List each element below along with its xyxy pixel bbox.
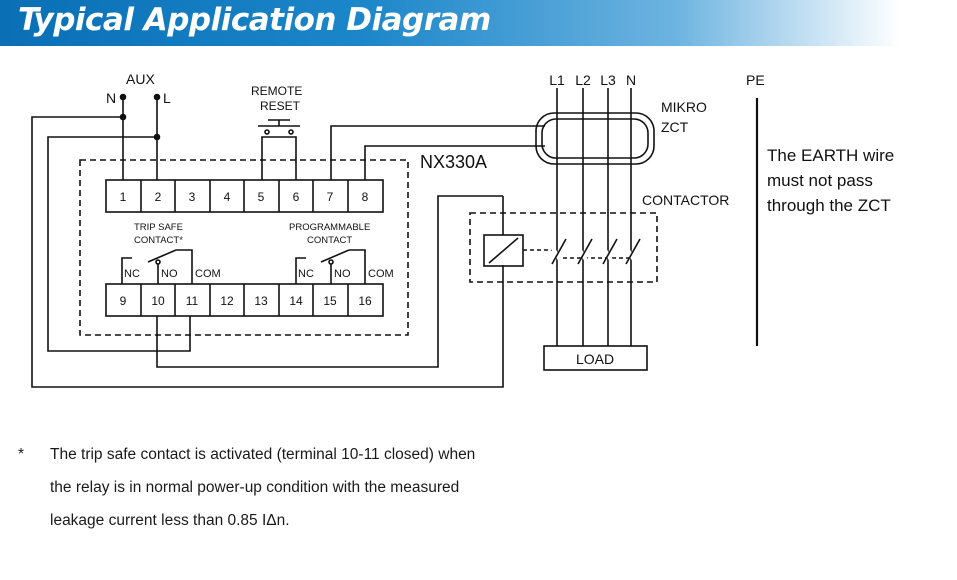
terminal-label: 14 [289, 294, 303, 308]
terminal-label: 16 [358, 294, 372, 308]
terminal-label: 13 [254, 294, 268, 308]
mikro-zct [535, 112, 655, 165]
load-label: LOAD [576, 351, 614, 367]
zct-label: ZCT [661, 119, 689, 135]
remote-reset-button [258, 119, 300, 180]
terminal-label: 7 [327, 190, 334, 204]
terminal-label: 2 [155, 190, 162, 204]
phase-lines [556, 88, 633, 346]
terminal-label: 3 [189, 190, 196, 204]
terminal-label: 1 [120, 190, 127, 204]
terminal-label: 8 [362, 190, 369, 204]
phase-labels: L1 L2 L3 N [549, 72, 636, 88]
pe-label: PE [746, 72, 765, 88]
phase-label: L3 [600, 72, 616, 88]
contactor-coil [156, 195, 556, 368]
footnote-line-2: the relay is in normal power-up conditio… [50, 479, 460, 496]
page-title: Typical Application Diagram [18, 2, 491, 38]
device-name: NX330A [420, 152, 487, 172]
earth-note-line-3: through the ZCT [767, 196, 891, 215]
contactor-switches [547, 238, 641, 270]
aux-l-label: L [163, 90, 171, 106]
terminal-label: 11 [186, 294, 199, 308]
earth-note-line-1: The EARTH wire [767, 146, 894, 165]
aux-n-label: N [106, 90, 116, 106]
top-terminal-labels: 1 2 3 4 5 6 7 8 [120, 190, 369, 204]
terminal-label: 6 [293, 190, 300, 204]
prog-nc-label: NC [298, 268, 314, 280]
remote-reset-label-2: RESET [260, 99, 301, 113]
trip-safe-label-2: CONTACT* [134, 235, 183, 246]
programmable-label-1: PROGRAMMABLE [289, 222, 370, 233]
prog-com-label: COM [368, 268, 394, 280]
device-outline [79, 159, 409, 336]
footnote-line-1: The trip safe contact is activated (term… [50, 446, 476, 463]
load-box [543, 345, 648, 371]
title-banner: Typical Application Diagram [0, 0, 900, 46]
phase-label: L2 [575, 72, 591, 88]
terminal-label: 9 [120, 294, 127, 308]
trip-nc-label: NC [124, 268, 140, 280]
terminal-label: 10 [151, 294, 165, 308]
terminal-label: 5 [258, 190, 265, 204]
trip-safe-label-1: TRIP SAFE [134, 222, 183, 233]
zct-wire-7 [330, 125, 545, 180]
contactor-label: CONTACTOR [642, 192, 729, 208]
programmable-label-2: CONTACT [307, 235, 352, 246]
terminal-label: 15 [323, 294, 337, 308]
aux-label: AUX [126, 71, 155, 87]
programmable-contact-symbol [295, 249, 366, 284]
footnote-marker: * [18, 446, 25, 463]
contactor-outline [469, 212, 658, 283]
top-terminal-block [105, 179, 384, 213]
phase-label: N [626, 72, 636, 88]
trip-no-label: NO [161, 268, 178, 280]
terminal-label: 4 [224, 190, 231, 204]
phase-label: L1 [549, 72, 565, 88]
aux-wires [31, 93, 504, 388]
footnote-line-3: leakage current less than 0.85 IΔn. [50, 512, 290, 529]
trip-com-label: COM [195, 268, 221, 280]
bottom-terminal-block [105, 283, 384, 317]
terminal-label: 12 [220, 294, 234, 308]
trip-safe-contact-symbol [121, 249, 193, 284]
earth-note-line-2: must not pass [767, 171, 873, 190]
zct-wire-8 [364, 145, 545, 180]
prog-no-label: NO [334, 268, 351, 280]
remote-reset-label-1: REMOTE [251, 84, 302, 98]
mikro-label: MIKRO [661, 99, 707, 115]
bottom-terminal-labels: 9 10 11 12 13 14 15 16 [120, 294, 372, 308]
